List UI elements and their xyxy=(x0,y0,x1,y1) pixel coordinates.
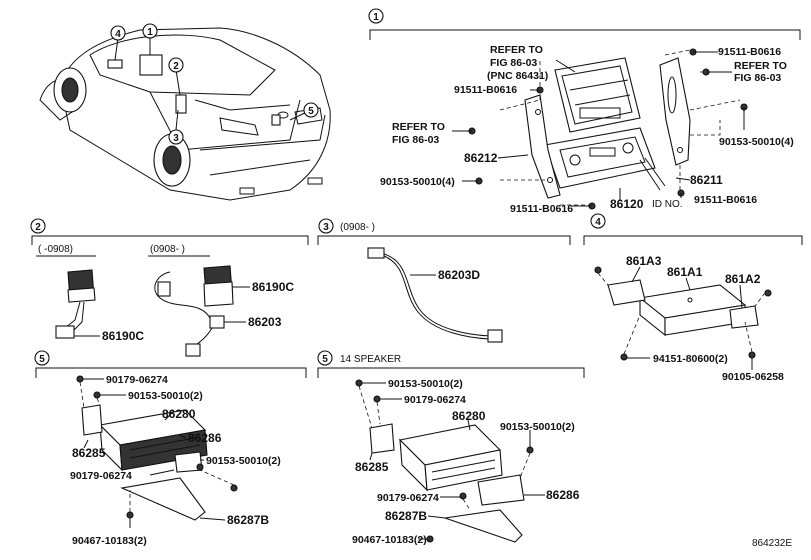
overview-callout-2: 2 xyxy=(168,57,184,73)
svg-text:5: 5 xyxy=(308,106,314,117)
label-5a-86285: 86285 xyxy=(72,446,106,460)
label-bolt-top-left: 91511-B0616 xyxy=(454,84,517,96)
amplifier-86280-left-drawing xyxy=(81,404,208,521)
section-2: 2 ( -0908) (0908- ) 86190C 86190C xyxy=(30,218,309,357)
label-bolt-top-right: 91511-B0616 xyxy=(718,46,781,58)
label-5b-86287b: 86287B xyxy=(385,509,427,523)
car-overview-illustration xyxy=(39,27,331,201)
label-refer-b-line2: FIG 86-03 xyxy=(734,72,781,84)
label-86190c-a: 86190C xyxy=(102,329,144,343)
section-4: 4 861A3 861A1 861A2 94151-80600(2) 90105… xyxy=(583,213,803,383)
range-b: (0908- ) xyxy=(150,244,185,255)
label-bolt-bottom-left: 91511-B0616 xyxy=(510,203,573,215)
section-2-callout: 2 xyxy=(30,218,46,234)
label-861a3: 861A3 xyxy=(626,254,662,268)
label-nut-94151: 94151-80600(2) xyxy=(653,353,728,365)
bracket-861a3-drawing xyxy=(607,279,646,306)
label-5b-86285: 86285 xyxy=(355,460,389,474)
diagram-id: 864232E xyxy=(752,538,792,549)
amplifier-861a1-drawing xyxy=(638,284,747,337)
svg-text:5: 5 xyxy=(322,354,328,365)
switch-86190c-a-drawing xyxy=(55,269,96,339)
harness-86203-drawing xyxy=(154,271,225,357)
range-3: (0908- ) xyxy=(340,222,375,233)
overview-callout-1: 1 xyxy=(142,23,158,39)
cable-86203d-drawing xyxy=(367,247,503,343)
label-bolt-bottom-right: 91511-B0616 xyxy=(694,194,757,206)
bracket-86212-drawing xyxy=(524,94,561,199)
svg-text:4: 4 xyxy=(115,29,121,40)
label-5a-90467: 90467-10183(2) xyxy=(72,535,147,547)
switch-86190c-b-drawing xyxy=(203,265,234,307)
svg-text:1: 1 xyxy=(373,12,379,23)
label-5a-90179-bottom: 90179-06274 xyxy=(70,470,132,482)
label-86203: 86203 xyxy=(248,315,282,329)
svg-text:4: 4 xyxy=(595,217,601,228)
label-5b-90153-top: 90153-50010(2) xyxy=(388,378,463,390)
section-4-callout: 4 xyxy=(590,213,606,229)
label-screw-right: 90153-50010(4) xyxy=(719,136,794,148)
section-5-left-callout: 5 xyxy=(34,350,50,366)
section-5-right-callout: 5 xyxy=(317,350,333,366)
label-5b-90467: 90467-10183(2) xyxy=(352,534,427,546)
label-refer-a-line1: REFER TO xyxy=(490,44,543,56)
label-86212: 86212 xyxy=(464,151,498,165)
label-5a-86287b: 86287B xyxy=(227,513,269,527)
label-bolt-90105: 90105-06258 xyxy=(722,371,784,383)
overview-callout-5: 5 xyxy=(303,102,319,118)
section-3: 3 (0908- ) 86203D xyxy=(317,218,571,343)
label-5a-90179-top: 90179-06274 xyxy=(106,374,168,386)
label-refer-a-line3: (PNC 86431) xyxy=(487,70,548,82)
section-5-right: 5 14 SPEAKER 90153-50010(2) 9017 xyxy=(317,350,585,546)
label-5a-86280: 86280 xyxy=(162,407,196,421)
label-refer-b-line1: REFER TO xyxy=(734,60,787,72)
label-5b-90179-bottom: 90179-06274 xyxy=(377,492,439,504)
label-id-no: ID NO. xyxy=(652,199,683,210)
label-5b-86280: 86280 xyxy=(452,409,486,423)
amplifier-86280-right-drawing xyxy=(369,423,525,543)
bracket-86211-drawing xyxy=(659,57,691,166)
svg-text:2: 2 xyxy=(173,61,179,72)
label-5b-90179-top: 90179-06274 xyxy=(404,394,466,406)
section-1-callout: 1 xyxy=(368,8,384,24)
label-5b-90153-right: 90153-50010(2) xyxy=(500,421,575,433)
range-a: ( -0908) xyxy=(38,244,73,255)
svg-text:3: 3 xyxy=(323,222,329,233)
label-86203d: 86203D xyxy=(438,268,480,282)
overview-callout-3: 3 xyxy=(168,129,184,145)
label-86211: 86211 xyxy=(690,173,723,187)
label-5a-90153-bottom: 90153-50010(2) xyxy=(206,455,281,467)
display-unit-drawing xyxy=(554,57,641,133)
label-861a2: 861A2 xyxy=(725,272,761,286)
label-861a1: 861A1 xyxy=(667,265,703,279)
svg-text:2: 2 xyxy=(35,222,41,233)
section-1: 1 xyxy=(368,8,801,215)
overview-callout-4: 4 xyxy=(110,25,126,41)
svg-text:5: 5 xyxy=(39,354,45,365)
label-refer-a-line2: FIG 86-03 xyxy=(490,57,537,69)
section-5-left: 5 90179-06274 90153-50010(2) 862 xyxy=(34,350,307,547)
section-3-callout: 3 xyxy=(318,218,334,234)
svg-text:1: 1 xyxy=(147,27,153,38)
label-5b-86286: 86286 xyxy=(546,488,580,502)
label-86190c-b: 86190C xyxy=(252,280,294,294)
label-5a-90153-top: 90153-50010(2) xyxy=(128,390,203,402)
section-5-right-title: 14 SPEAKER xyxy=(340,354,401,365)
bracket-861a2-drawing xyxy=(729,305,759,329)
head-unit-86120-drawing xyxy=(544,127,666,191)
label-refer-c-line2: FIG 86-03 xyxy=(392,134,439,146)
label-86120: 86120 xyxy=(610,197,644,211)
label-refer-c-line1: REFER TO xyxy=(392,121,445,133)
label-screw-left: 90153-50010(4) xyxy=(380,176,455,188)
svg-text:3: 3 xyxy=(173,133,179,144)
label-5a-86286: 86286 xyxy=(188,431,222,445)
